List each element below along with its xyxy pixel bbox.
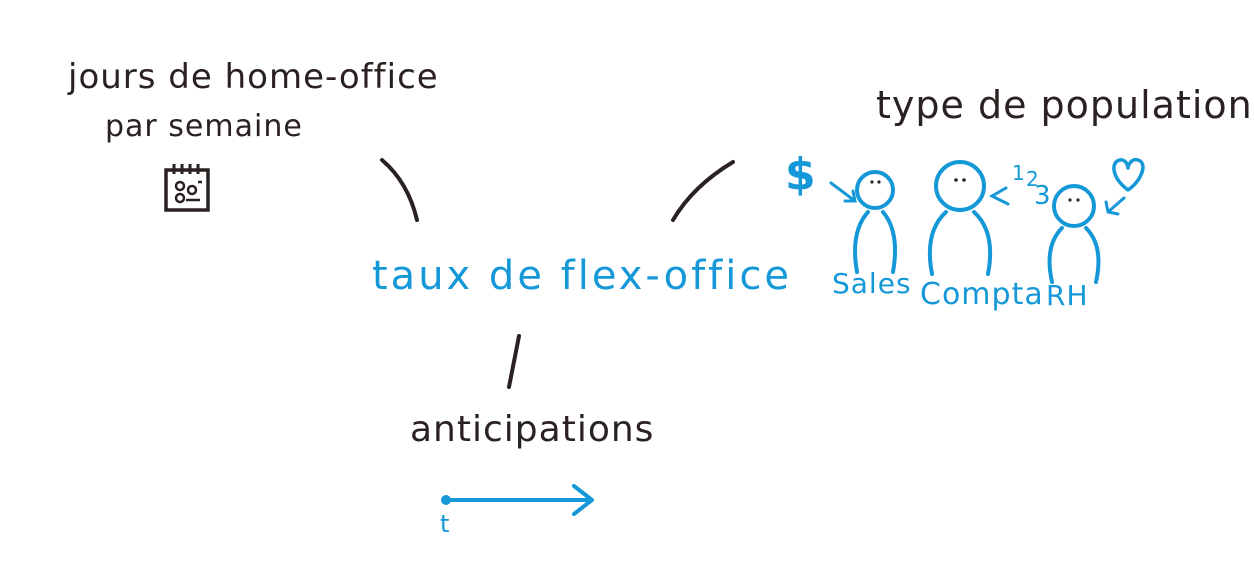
group-label-rh: RH: [1046, 279, 1089, 312]
timeline-arrow-icon: [436, 482, 606, 526]
connector-bottom: [507, 334, 521, 389]
population-type-label: type de population: [876, 83, 1253, 127]
svg-text:$: $: [785, 149, 816, 200]
person-icon-compta: [918, 150, 998, 284]
group-label-compta: Compta: [920, 277, 1044, 312]
flex-office-rate-label: taux de flex-office: [372, 253, 792, 299]
anticipations-label: anticipations: [410, 409, 655, 450]
home-office-label-line1: jours de home-office: [68, 57, 439, 97]
svg-text:1: 1: [1012, 161, 1025, 185]
heart-icon: [1098, 150, 1158, 224]
svg-text:3: 3: [1034, 181, 1051, 211]
home-office-label-line2: par semaine: [105, 109, 303, 144]
connector-right: [671, 160, 735, 222]
person-icon-rh: [1038, 178, 1108, 292]
group-label-sales: Sales: [832, 267, 912, 300]
time-axis-label: t: [440, 510, 451, 538]
calendar-icon: [160, 160, 216, 220]
svg-text:2: 2: [1026, 167, 1039, 191]
dollar-icon: $: [783, 143, 863, 215]
numbers-icon: 1 2 3: [986, 158, 1056, 218]
connector-left: [380, 158, 419, 222]
person-icon-sales: [840, 160, 910, 284]
